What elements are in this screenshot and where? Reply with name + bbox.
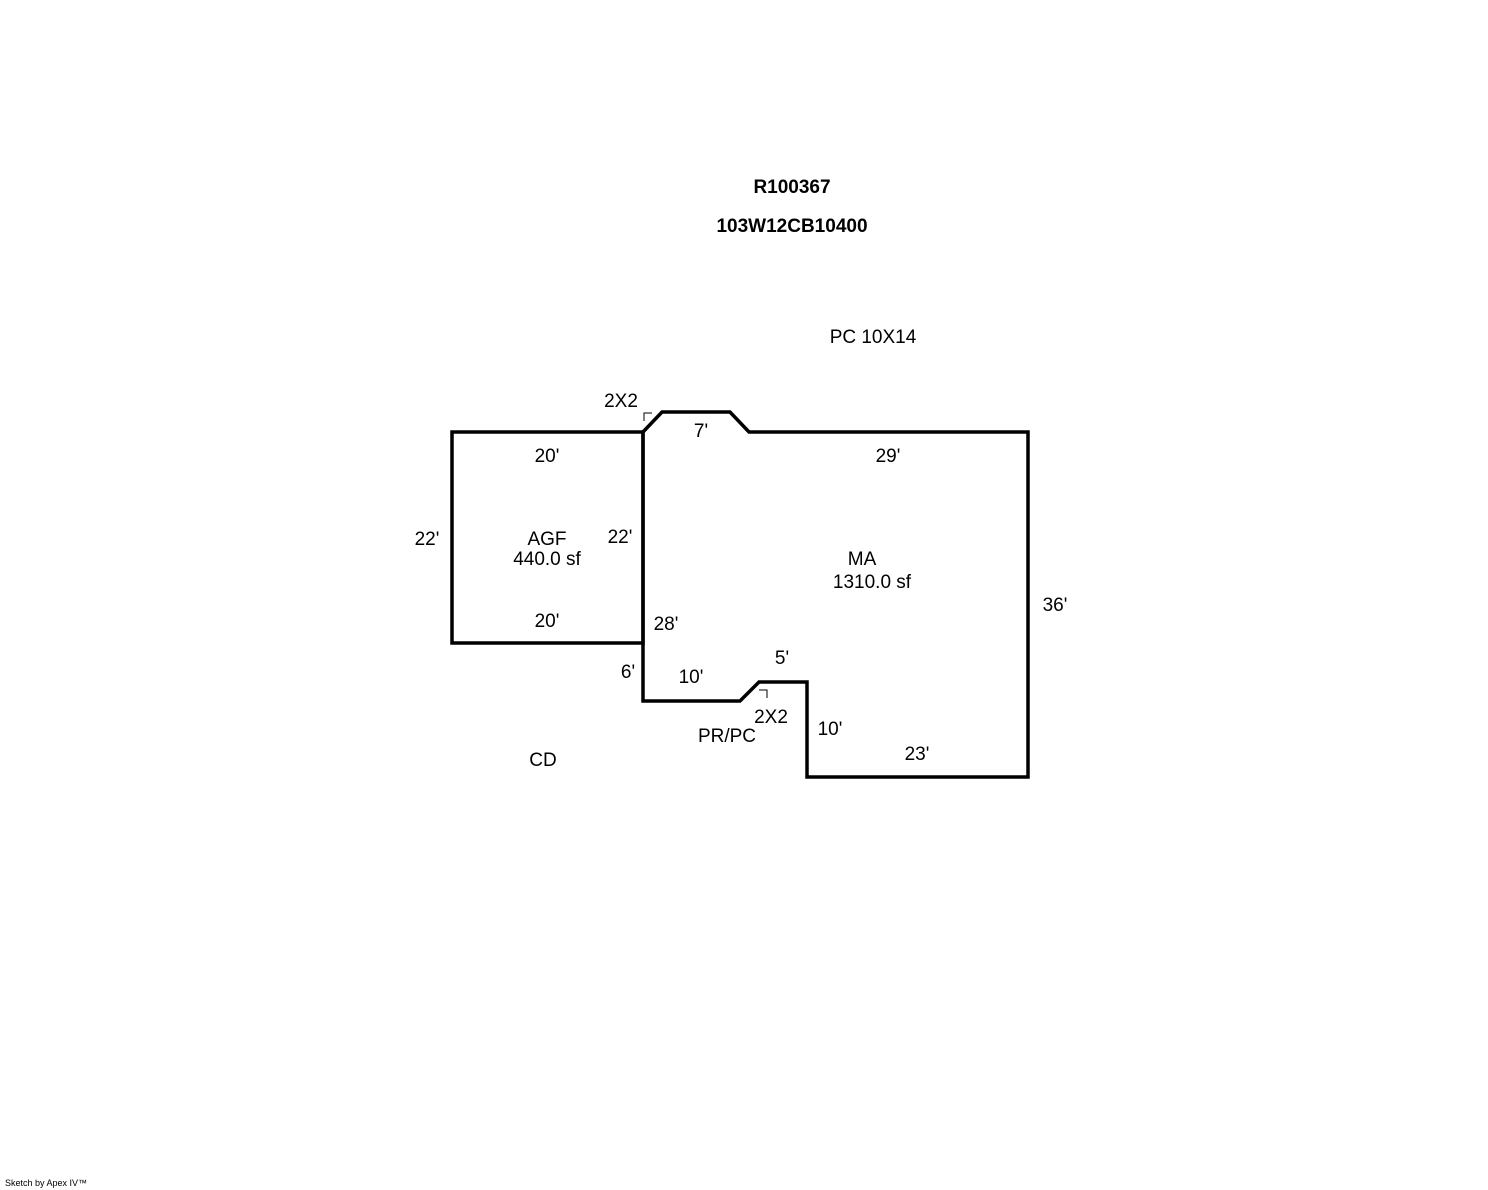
agf-area: 440.0 sf bbox=[513, 549, 581, 570]
dim-notch-left: 6' bbox=[621, 662, 635, 683]
dim-ma-left: 28' bbox=[654, 614, 679, 635]
map-number: 103W12CB10400 bbox=[716, 216, 867, 237]
dim-notch-top: 5' bbox=[775, 648, 789, 669]
ma-area: 1310.0 sf bbox=[833, 572, 912, 593]
dim-agf-top: 20' bbox=[535, 446, 560, 467]
bump-corner-tick-top bbox=[643, 412, 652, 421]
dim-bump-top-width: 7' bbox=[694, 421, 708, 442]
ma-label: MA bbox=[848, 549, 877, 570]
dim-agf-right: 22' bbox=[608, 527, 633, 548]
dim-notch-bottom: 10' bbox=[679, 667, 704, 688]
account-number: R100367 bbox=[753, 177, 830, 198]
dim-ma-bottom: 23' bbox=[905, 744, 930, 765]
bump-label-bottom: 2X2 bbox=[754, 707, 788, 728]
dim-notch-right: 10' bbox=[818, 719, 843, 740]
ma-main-area-outline bbox=[641, 410, 1030, 779]
cd-note: CD bbox=[529, 750, 556, 771]
bump-corner-tick-bottom bbox=[759, 689, 768, 698]
dim-agf-bottom: 20' bbox=[535, 611, 560, 632]
dim-ma-right: 36' bbox=[1043, 595, 1068, 616]
dim-ma-top: 29' bbox=[876, 446, 901, 467]
bump-label-top: 2X2 bbox=[604, 391, 638, 412]
pr-pc-note: PR/PC bbox=[698, 726, 756, 747]
pc-note: PC 10X14 bbox=[830, 327, 917, 348]
agf-label: AGF bbox=[527, 529, 566, 550]
sketch-credit: Sketch by Apex IV™ bbox=[5, 1178, 87, 1188]
dim-agf-left: 22' bbox=[415, 529, 440, 550]
